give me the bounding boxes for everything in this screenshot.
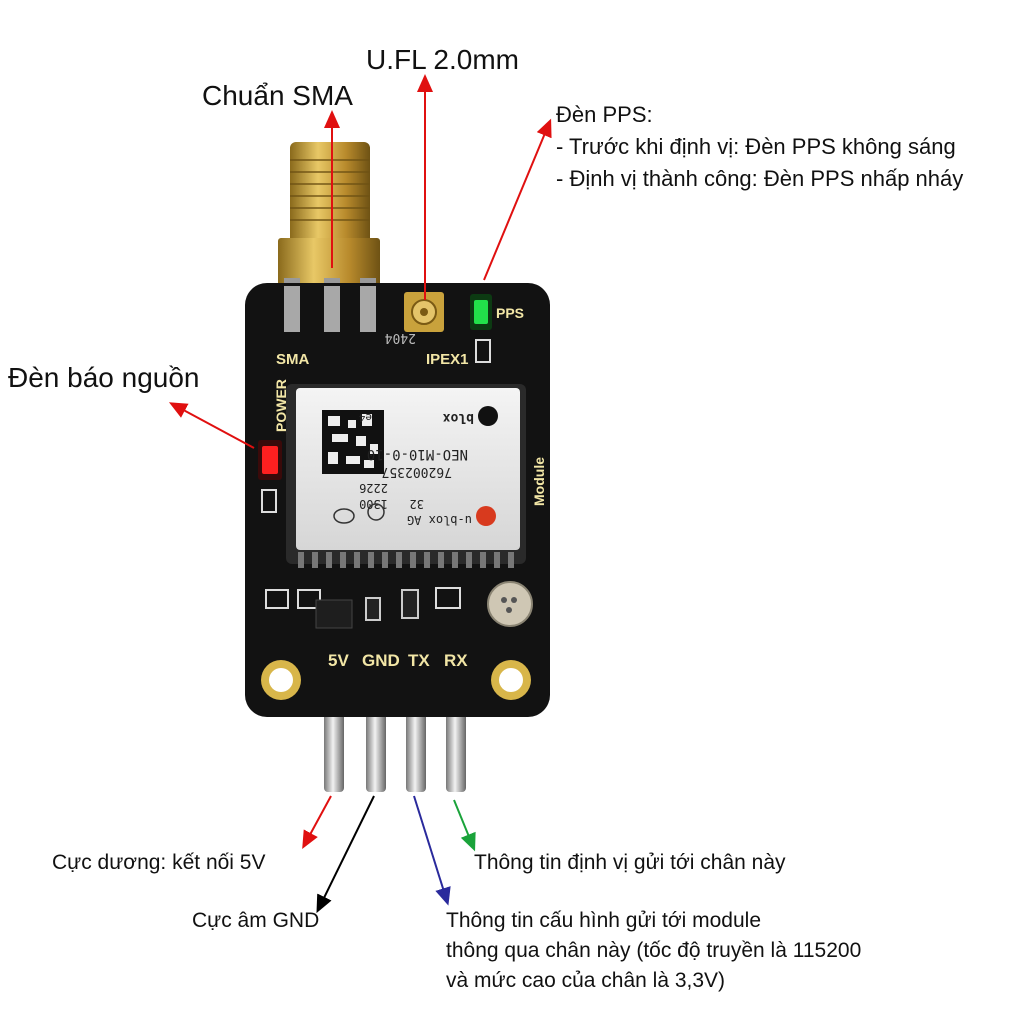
sma-leg — [360, 286, 376, 332]
silk-pps: PPS — [496, 305, 524, 321]
label-power-led: Đèn báo nguồn — [8, 362, 200, 393]
silk-pin-rx: RX — [444, 651, 468, 670]
ublox-logo-icon — [476, 506, 496, 526]
resistor-pad — [261, 489, 277, 513]
arrow-tx — [413, 795, 451, 906]
label-pps-title: Đèn PPS: — [556, 102, 653, 127]
silk-ipex: IPEX1 — [426, 351, 469, 368]
silk-sma: SMA — [276, 351, 310, 368]
module-date: 2226 — [359, 481, 388, 495]
label-pps-line2: - Định vị thành công: Đèn PPS nhấp nháy — [556, 166, 964, 191]
arrow-rx — [453, 799, 476, 852]
arrow-gnd — [316, 795, 375, 914]
e4-icon — [333, 508, 355, 524]
label-pin-rx: Thông tin định vị gửi tới chân này — [474, 851, 786, 874]
silk-pin-gnd: GND — [362, 651, 400, 670]
silk-code: 2404 — [385, 330, 416, 345]
module-serial: 762002357 — [382, 464, 452, 479]
module-logo-text: blox — [443, 410, 474, 425]
module-brand: u-blox AG — [407, 513, 472, 527]
label-sma-standard: Chuẩn SMA — [202, 80, 353, 111]
silk-pin-tx: TX — [408, 651, 430, 670]
smd-components — [265, 581, 533, 629]
callout-arrows — [168, 74, 552, 914]
arrow-pps — [483, 118, 552, 281]
silk-power: POWER — [273, 379, 289, 432]
sma-leg — [324, 286, 340, 332]
label-pps-line1: - Trước khi định vị: Đèn PPS không sáng — [556, 134, 956, 159]
arrow-5v — [302, 795, 332, 850]
label-pin-tx-line2: thông qua chân này (tốc độ truyền là 115… — [446, 939, 862, 962]
silk-module: Module — [531, 457, 547, 506]
label-pin-tx-line3: và mức cao của chân là 3,3V) — [446, 969, 726, 992]
qr-code — [322, 410, 384, 474]
rohs-icon — [367, 503, 385, 521]
pin1-dot — [478, 406, 498, 426]
backup-battery — [487, 581, 533, 627]
module-e4: e4 — [358, 411, 372, 424]
label-pin-5v: Cực dương: kết nối 5V — [52, 851, 266, 874]
module-model: NEO-M10-0-10 — [367, 446, 468, 462]
sma-leg — [284, 286, 300, 332]
ufl-connector — [404, 292, 444, 332]
gps-module: u-blox AG 1300 32 2226 762002357 NEO-M10… — [286, 384, 526, 568]
silk-pin-5v: 5V — [328, 651, 349, 670]
pps-led — [474, 300, 488, 324]
resistor-pad — [475, 339, 491, 363]
mounting-holes — [261, 660, 531, 700]
label-ufl: U.FL 2.0mm — [366, 44, 519, 75]
label-pin-gnd: Cực âm GND — [192, 909, 320, 932]
module-line-32: 32 — [410, 497, 424, 511]
arrow-power — [168, 402, 255, 449]
power-led — [262, 446, 278, 474]
label-pin-tx-line1: Thông tin cấu hình gửi tới module — [446, 909, 762, 932]
